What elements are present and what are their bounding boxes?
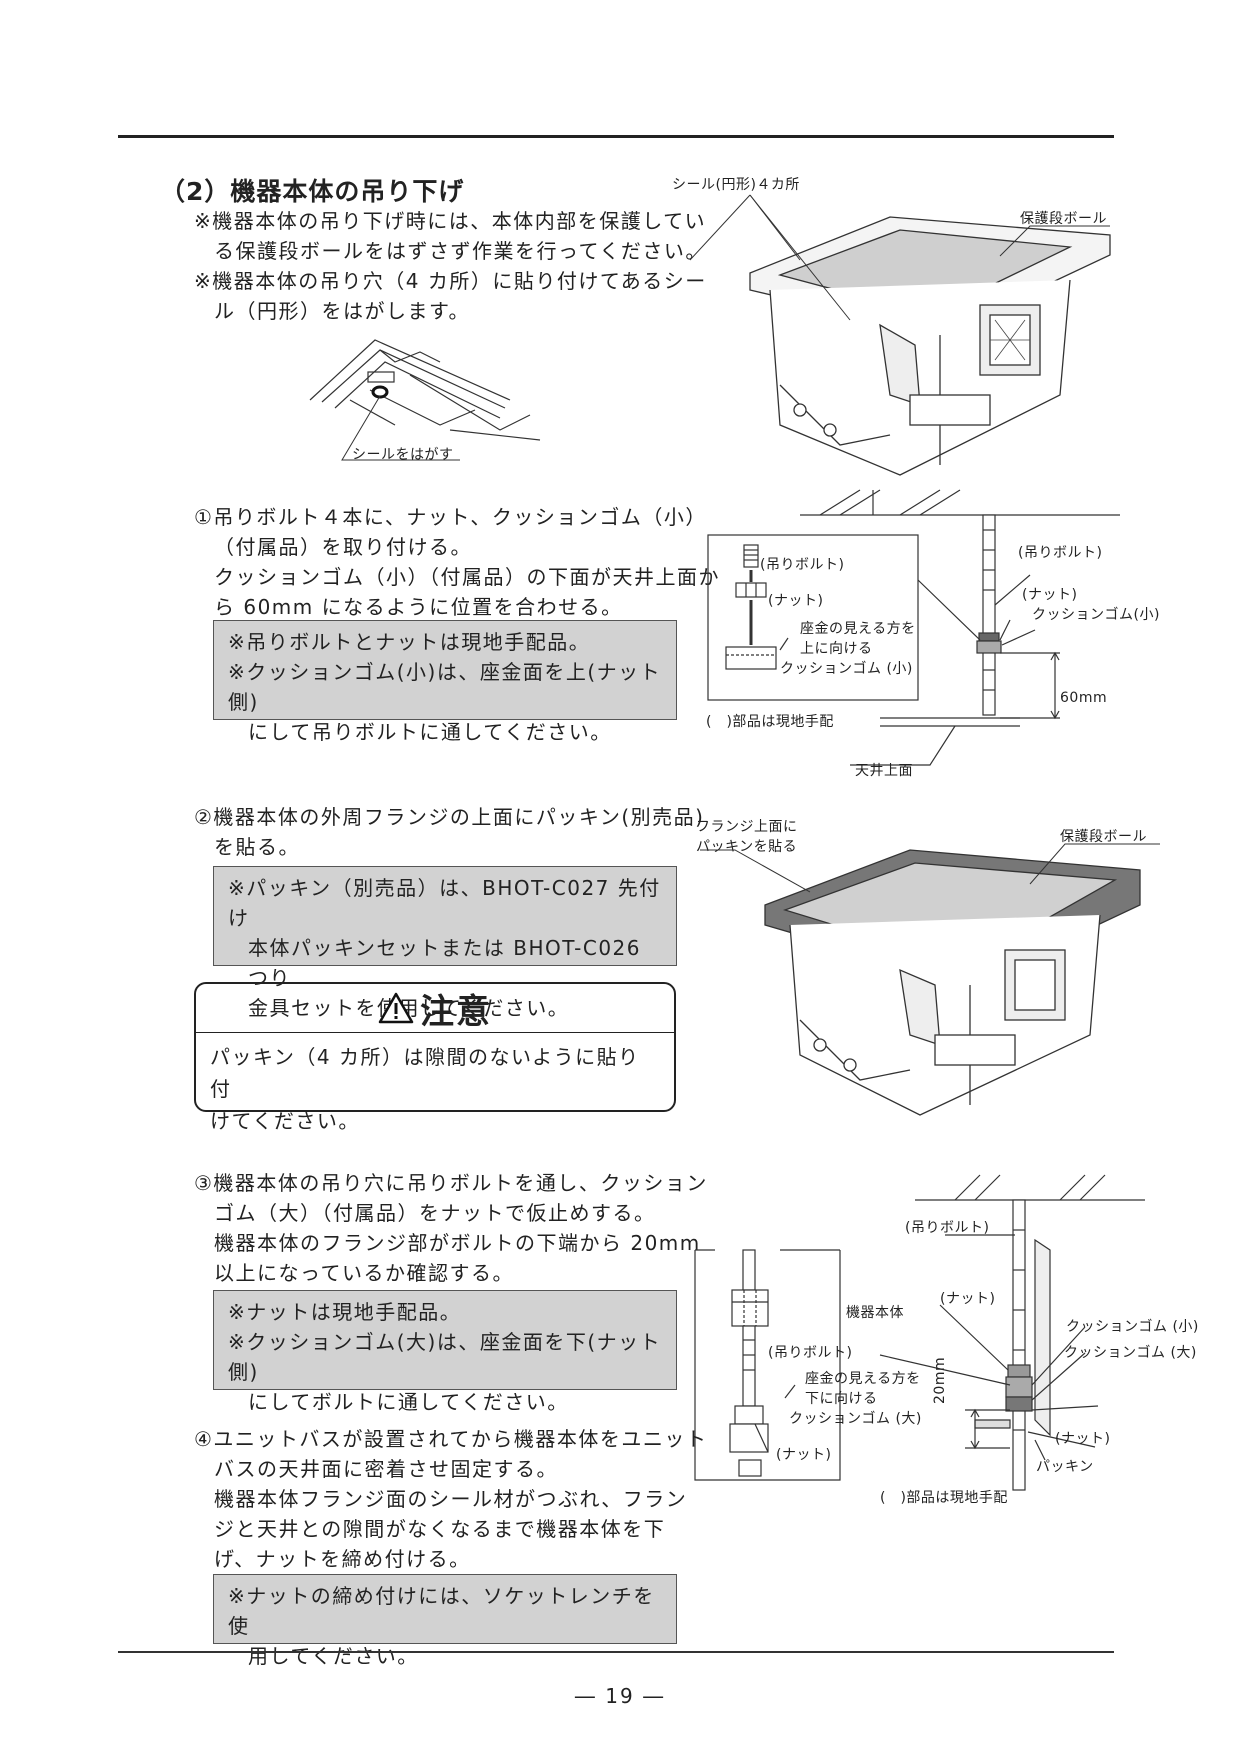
step1-bolt-figure (707, 489, 1120, 766)
dim-20mm-label: 20mm (932, 1356, 948, 1404)
seal-label: シールをはがす (352, 447, 454, 463)
step3-bolt-figure (694, 1174, 1145, 1491)
step1-note: ※吊りボルトとナットは現地手配品。 ※クッションゴム(小)は、座金面を上(ナット… (213, 620, 677, 744)
step1-line: ①吊りボルト４本に、ナット、クッションゴム（小） (194, 505, 707, 529)
step2-note-line: 本体パッキンセットまたは BHOT-C026 つり (248, 936, 641, 990)
step3-note-line: ※クッションゴム(大)は、座金面を下(ナット側) (228, 1330, 662, 1384)
section-title: （2）機器本体の吊り下げ (160, 177, 465, 206)
inset-cushion-label: クッションゴム (小) (780, 661, 913, 677)
step4-note: ※ナットの締め付けには、ソケットレンチを使 用してください。 (213, 1574, 677, 1668)
seal-4-places-label: シール(円形)４カ所 (672, 177, 800, 193)
step4-line: ジと天井との隙間がなくなるまで機器本体を下 (214, 1517, 666, 1541)
nut-label: (ナット) (1022, 587, 1078, 603)
step4-line: 機器本体フランジ面のシール材がつぶれ、フラン (214, 1487, 688, 1511)
step1-line: （付属品）を取り付ける。 (214, 535, 472, 559)
caution-header: 注意 (196, 984, 674, 1033)
step3-bolt-label: (吊りボルト) (905, 1220, 990, 1236)
step3-footnote: ( )部品は現地手配 (880, 1490, 1008, 1506)
body-label: 機器本体 (846, 1305, 904, 1321)
inset-nut-label: (ナット) (768, 593, 824, 609)
step2-line: を貼る。 (214, 835, 300, 859)
flange-leader (700, 849, 811, 893)
caution-text: パッキン（4 カ所）は隙間のないように貼り付 けてください。 (196, 1033, 674, 1145)
step3-inset-bolt-label: (吊りボルト) (768, 1345, 853, 1361)
cardboard-leader-top (999, 225, 1110, 257)
step3-cushion-large-label: クッションゴム (大) (1064, 1345, 1197, 1361)
intro-line: る保護段ボールをはずさず作業を行ってください。 (214, 239, 707, 263)
cardboard-label-bottom: 保護段ボール (1060, 829, 1147, 845)
caution-box: 注意 パッキン（4 カ所）は隙間のないように貼り付 けてください。 (194, 982, 676, 1133)
dim-60mm-label: 60mm (1060, 690, 1108, 706)
step3-note: ※ナットは現地手配品。 ※クッションゴム(大)は、座金面を下(ナット側) にして… (213, 1290, 677, 1414)
step4-line: ④ユニットバスが設置されてから機器本体をユニット (194, 1427, 708, 1451)
step4-line: バスの天井面に密着させ固定する。 (214, 1457, 558, 1481)
caution-title: 注意 (420, 991, 492, 1032)
step3-nut-bottom-label: (ナット) (1055, 1431, 1111, 1447)
flange-label-line: パッキンを貼る (696, 839, 798, 855)
intro-line: ル（円形）をはがします。 (214, 299, 470, 323)
intro-line: ※機器本体の吊り下げ時には、本体内部を保護してい (194, 209, 707, 233)
washer-line: 座金の見える方を (800, 621, 916, 637)
step3-inset-washer-label: 座金の見える方を 下に向ける (805, 1368, 921, 1408)
top-rule (118, 135, 1114, 138)
unit-with-cardboard-figure (749, 216, 1111, 476)
step4-note-line: ※ナットの締め付けには、ソケットレンチを使 (228, 1584, 655, 1638)
seal-mark (371, 385, 389, 399)
step1-note-line: ※吊りボルトとナットは現地手配品。 (228, 630, 591, 654)
inset-washer-label: 座金の見える方を 上に向ける (800, 618, 916, 658)
step2-text: ②機器本体の外周フランジの上面にパッキン(別売品) を貼る。 (194, 802, 704, 862)
ceiling-label: 天井上面 (855, 763, 913, 779)
step3-line: ③機器本体の吊り穴に吊りボルトを通し、クッション (194, 1171, 708, 1195)
intro-notes: ※機器本体の吊り下げ時には、本体内部を保護してい る保護段ボールをはずさず作業を… (194, 206, 707, 326)
step3-nut-label: (ナット) (940, 1291, 996, 1307)
step3-inset-nut-label: (ナット) (776, 1447, 832, 1463)
seal-detail-figure (309, 339, 541, 461)
warning-triangle-icon (378, 992, 414, 1024)
caution-line: パッキン（4 カ所）は隙間のないように貼り付 (210, 1045, 640, 1101)
step1-line: クッションゴム（小）（付属品）の下面が天井上面か (214, 565, 720, 589)
step3-line: 以上になっているか確認する。 (214, 1261, 514, 1285)
washer-line: 上に向ける (800, 641, 873, 657)
cardboard-leader-bottom (1029, 843, 1160, 885)
step3-note-line: にしてボルトに通してください。 (248, 1390, 569, 1414)
step1-note-line: にして吊りボルトに通してください。 (248, 720, 612, 744)
caution-line: けてください。 (210, 1109, 360, 1133)
step3-note-line: ※ナットは現地手配品。 (228, 1300, 462, 1324)
bottom-rule (118, 1651, 1114, 1653)
inset-bolt-label: (吊りボルト) (760, 557, 845, 573)
step4-note-line: 用してください。 (248, 1644, 419, 1668)
step1-text: ①吊りボルト４本に、ナット、クッションゴム（小） （付属品）を取り付ける。 クッ… (194, 502, 720, 622)
flange-packing-label: フランジ上面に パッキンを貼る (696, 816, 798, 856)
washer-line: 座金の見える方を (805, 1371, 921, 1387)
washer-line: 下に向ける (805, 1391, 878, 1407)
step1-note-line: ※クッションゴム(小)は、座金面を上(ナット側) (228, 660, 662, 714)
page-number: ― 19 ― (574, 1684, 666, 1708)
step2-line: ②機器本体の外周フランジの上面にパッキン(別売品) (194, 805, 705, 829)
flange-label-line: フランジ上面に (696, 819, 798, 835)
seal-leader-lines (689, 194, 851, 321)
bolt-label: (吊りボルト) (1018, 545, 1103, 561)
cushion-small-label: クッションゴム(小) (1032, 607, 1160, 623)
step3-line: ゴム（大）（付属品）をナットで仮止めする。 (214, 1201, 656, 1225)
step2-note-line: ※パッキン（別売品）は、BHOT-C027 先付け (228, 876, 661, 930)
step3-text: ③機器本体の吊り穴に吊りボルトを通し、クッション ゴム（大）（付属品）をナットで… (194, 1168, 708, 1288)
step4-line: げ、ナットを締め付ける。 (214, 1547, 471, 1571)
step2-note: ※パッキン（別売品）は、BHOT-C027 先付け 本体パッキンセットまたは B… (213, 866, 677, 1020)
step4-text: ④ユニットバスが設置されてから機器本体をユニット バスの天井面に密着させ固定する… (194, 1424, 707, 1574)
cardboard-label-top: 保護段ボール (1020, 211, 1107, 227)
step1-line: ら 60mm になるように位置を合わせる。 (214, 595, 623, 619)
unit-with-packing-figure (764, 849, 1141, 1116)
packing-label: パッキン (1036, 1459, 1094, 1475)
step3-cushion-small-label: クッションゴム (小) (1066, 1319, 1199, 1335)
step3-inset-cushion-label: クッションゴム (大) (789, 1411, 922, 1427)
intro-line: ※機器本体の吊り穴（4 カ所）に貼り付けてあるシー (194, 269, 707, 293)
step3-line: 機器本体のフランジ部がボルトの下端から 20mm (214, 1231, 701, 1255)
inset-footnote: ( )部品は現地手配 (706, 714, 834, 730)
